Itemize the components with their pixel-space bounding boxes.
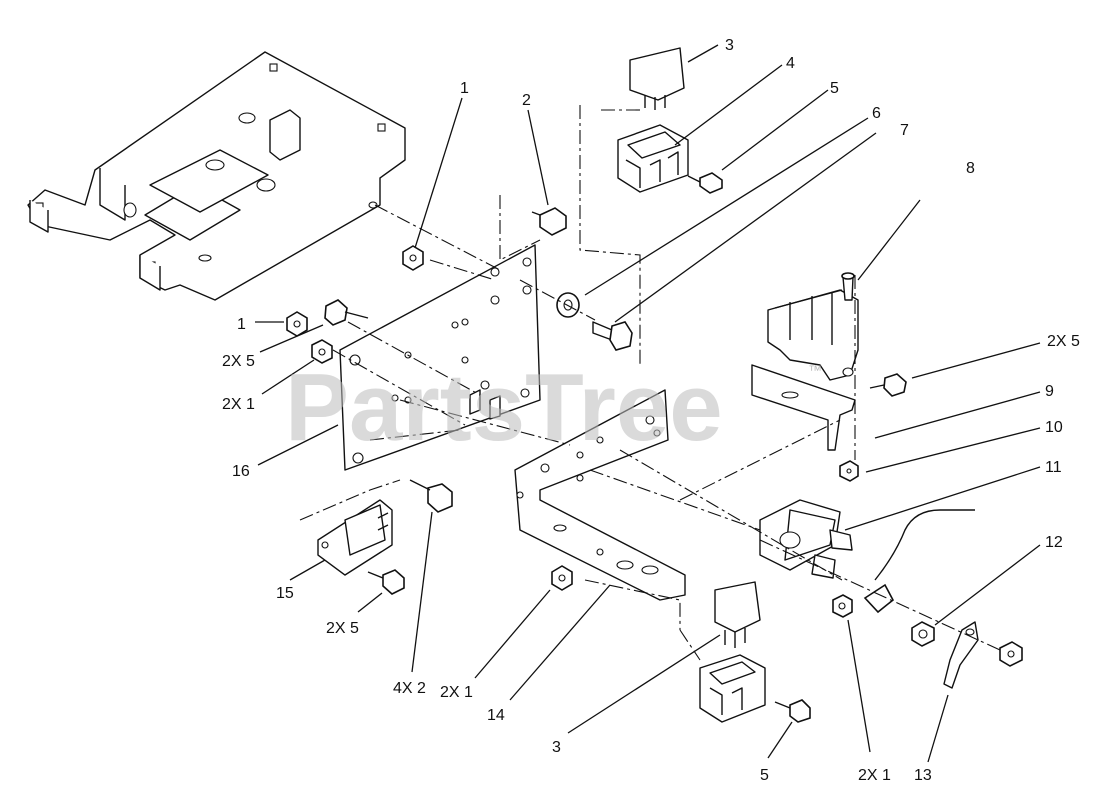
chassis-frame — [27, 51, 406, 301]
callout-16: 16 — [232, 463, 250, 480]
callout-11: 11 — [1045, 459, 1062, 476]
callout-1-top: 1 — [460, 80, 469, 97]
callout-7: 7 — [900, 122, 909, 139]
relay-3-top — [629, 47, 685, 110]
callout-2x1-left: 2X 1 — [222, 396, 255, 413]
bolt-4x2 — [409, 479, 453, 513]
callout-3-top: 3 — [725, 37, 734, 54]
callout-4: 4 — [786, 55, 795, 72]
callout-5-bottom: 5 — [760, 767, 769, 784]
bracket-14 — [514, 389, 686, 601]
callout-8: 8 — [966, 160, 975, 177]
screw-8 — [841, 272, 855, 301]
callout-2x5-bottom: 2X 5 — [326, 620, 359, 637]
callout-4x2: 4X 2 — [393, 680, 426, 697]
callout-6: 6 — [872, 105, 881, 122]
assembly-lines — [299, 105, 1001, 661]
nut-far-right — [999, 641, 1023, 667]
screw-2x5-bottom — [367, 569, 405, 595]
bolt-2x5-left — [324, 299, 369, 326]
screw-2x5-right — [869, 373, 907, 397]
relay-socket-bottom — [699, 654, 766, 723]
nut-1-left — [286, 311, 308, 337]
screw-5-bottom — [774, 699, 811, 723]
nut-1-top — [402, 245, 424, 271]
nut-10 — [839, 460, 859, 482]
watermark-trademark: ™ — [808, 362, 822, 378]
nut-2x1-left — [311, 339, 333, 364]
callout-labels: 1 2 3 4 5 6 7 8 2X 5 9 10 11 12 1 2X 5 2… — [222, 37, 1080, 784]
callout-9: 9 — [1045, 383, 1054, 400]
leader-lines — [255, 44, 1041, 763]
callout-2-top: 2 — [522, 92, 531, 109]
callout-2x5-left: 2X 5 — [222, 353, 255, 370]
nut-2x1-right — [832, 594, 853, 618]
callout-1-left: 1 — [237, 316, 246, 333]
callout-10: 10 — [1045, 419, 1063, 436]
callout-13: 13 — [914, 767, 932, 784]
cable-12 — [863, 509, 975, 614]
callout-2x1-right: 2X 1 — [858, 767, 891, 784]
callout-14: 14 — [487, 707, 505, 724]
callout-3-bottom: 3 — [552, 739, 561, 756]
relay-3-bottom — [714, 581, 761, 648]
nut-12 — [911, 621, 935, 647]
nut-2x1-bottom — [551, 565, 573, 591]
watermark-text: PartsTree — [285, 354, 723, 461]
bracket-9 — [751, 364, 856, 451]
screw-5-top — [687, 172, 723, 194]
relay-socket-4 — [617, 124, 689, 193]
callout-12: 12 — [1045, 534, 1063, 551]
relay-15 — [317, 499, 393, 576]
solenoid-11 — [759, 499, 853, 579]
callout-2x5-right: 2X 5 — [1047, 333, 1080, 350]
cable-13 — [943, 621, 979, 689]
callout-2x1-bottom: 2X 1 — [440, 684, 473, 701]
bolt-2 — [531, 207, 567, 236]
callout-5-top: 5 — [830, 80, 839, 97]
callout-15: 15 — [276, 585, 294, 602]
bolt-7 — [592, 321, 633, 351]
